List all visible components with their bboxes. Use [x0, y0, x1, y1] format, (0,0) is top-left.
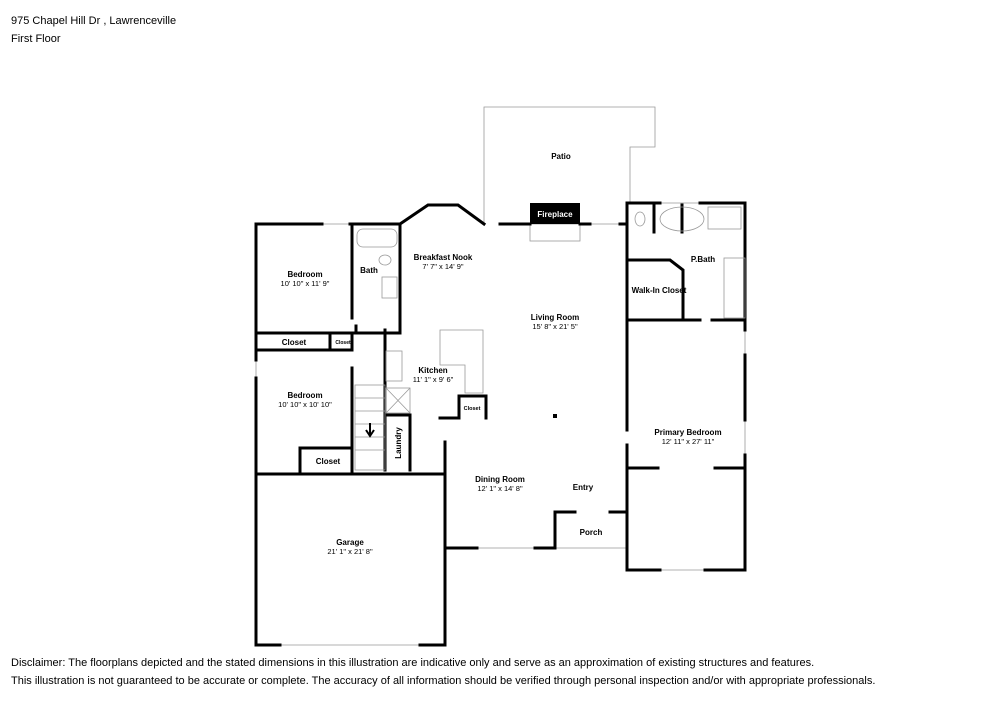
garage-dims: 21' 1" x 21' 8": [327, 547, 373, 556]
bath-label: Bath: [360, 266, 378, 275]
closet1-label: Closet: [282, 338, 307, 347]
laundry-label: Laundry: [394, 427, 403, 459]
windows: [255, 202, 746, 646]
living-room-label: Living Room: [531, 313, 579, 322]
fixtures: [354, 206, 746, 471]
closet2-label: Closet: [316, 457, 341, 466]
bedroom2-dims: 10' 10" x 10' 10": [278, 400, 332, 409]
kitchen-dims: 11' 1" x 9' 6": [413, 375, 454, 384]
porch-label: Porch: [580, 528, 603, 537]
kitchen-closet-label: Closet: [464, 406, 481, 412]
bedroom1-label: Bedroom: [287, 270, 322, 279]
garage-label: Garage: [336, 538, 364, 547]
bedroom2-label: Bedroom: [287, 391, 322, 400]
dining-room-label: Dining Room: [475, 475, 525, 484]
walk-in-closet-label: Walk-In Closet: [632, 286, 687, 295]
kitchen-label: Kitchen: [418, 366, 447, 375]
entry-label: Entry: [573, 483, 594, 492]
p-bath-label: P.Bath: [691, 255, 715, 264]
walls: [254, 201, 747, 647]
closet-small-label: Closet: [335, 340, 351, 346]
breakfast-nook-label: Breakfast Nook: [414, 253, 473, 262]
floor-name: First Floor: [11, 33, 61, 45]
disclaimer-line-2: This illustration is not guaranteed to b…: [11, 675, 876, 687]
primary-bedroom-dims: 12' 11" x 27' 11": [662, 437, 715, 446]
dining-room-dims: 12' 1" x 14' 8": [477, 484, 523, 493]
address: 975 Chapel Hill Dr , Lawrenceville: [11, 15, 177, 27]
living-room-dims: 15' 8" x 21' 5": [532, 322, 578, 331]
primary-bedroom-label: Primary Bedroom: [654, 428, 721, 437]
patio-outline: [483, 106, 656, 224]
patio-label: Patio: [551, 152, 571, 161]
bedroom1-dims: 10' 10" x 11' 9": [281, 279, 330, 288]
fireplace: [530, 203, 580, 224]
breakfast-nook-dims: 7' 7" x 14' 9": [422, 262, 463, 271]
disclaimer-line-1: Disclaimer: The floorplans depicted and …: [11, 657, 815, 669]
stairs-arrow-icon: [365, 423, 375, 438]
fireplace-label: Fireplace: [537, 210, 573, 219]
